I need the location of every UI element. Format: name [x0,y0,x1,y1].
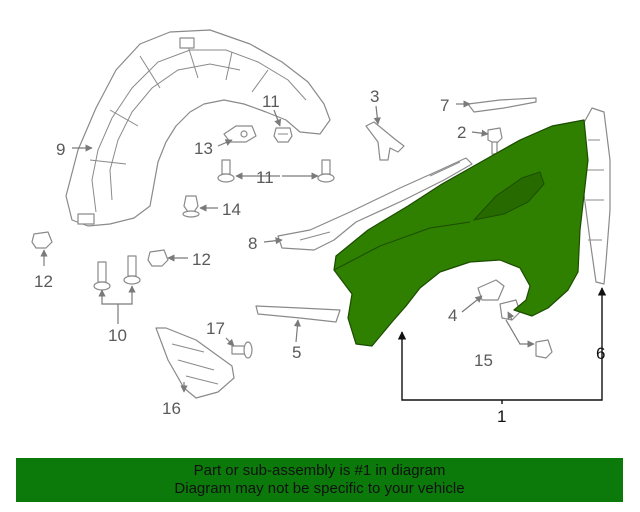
clip-part-14[interactable] [182,195,200,218]
leader-lines-main [397,287,607,404]
callout-8: 8 [248,234,257,253]
callout-13: 13 [194,139,213,158]
bracket-part-4[interactable] [477,279,505,301]
banner-line-2: Diagram may not be specific to your vehi… [174,480,465,497]
callout-6: 6 [596,344,605,363]
callout-7: 7 [440,96,449,115]
callout-14: 14 [222,200,241,219]
info-banner: Part or sub-assembly is #1 in diagram Di… [16,458,623,502]
molding-part-7[interactable] [467,97,537,113]
bolt-part-17[interactable] [231,341,253,359]
callout-2: 2 [457,123,466,142]
callout-1: 1 [497,407,506,426]
callout-12-left: 12 [34,272,53,291]
splash-guard-part-16[interactable] [155,327,235,399]
callout-17: 17 [206,319,225,338]
bolt-part-10-left[interactable] [93,261,111,291]
banner-line-1: Part or sub-assembly is #1 in diagram [193,462,446,479]
screw-part-11-left[interactable] [217,159,235,183]
clip-nut-part-12-right[interactable] [147,249,169,267]
callout-10: 10 [108,326,127,345]
bolt-part-10-right[interactable] [123,255,141,285]
grommet-part-15-upper[interactable] [499,299,521,321]
bracket-part-3[interactable] [365,121,405,161]
leader-lines [40,100,535,393]
callout-11-upper: 11 [262,92,280,111]
callout-5: 5 [292,343,301,362]
rail-part-8[interactable] [277,157,473,251]
bolt-part-2[interactable] [487,127,503,155]
strip-part-5[interactable] [255,305,341,323]
bracket-part-13[interactable] [223,125,257,143]
grommet-part-15-lower[interactable] [535,339,553,359]
front-fender-part-1[interactable] [333,119,589,347]
callout-3: 3 [370,87,379,106]
callout-11-lower: 11 [256,168,274,187]
fender-liner-part-9[interactable] [65,29,331,227]
callout-4: 4 [448,306,457,325]
callout-9: 9 [56,140,65,159]
callout-15: 15 [474,351,493,370]
callout-16: 16 [162,399,181,418]
screw-part-11-right[interactable] [317,159,335,183]
screw-part-11-upper[interactable] [273,127,293,143]
clip-nut-part-12-left[interactable] [31,231,53,249]
callout-12-right: 12 [192,250,211,269]
